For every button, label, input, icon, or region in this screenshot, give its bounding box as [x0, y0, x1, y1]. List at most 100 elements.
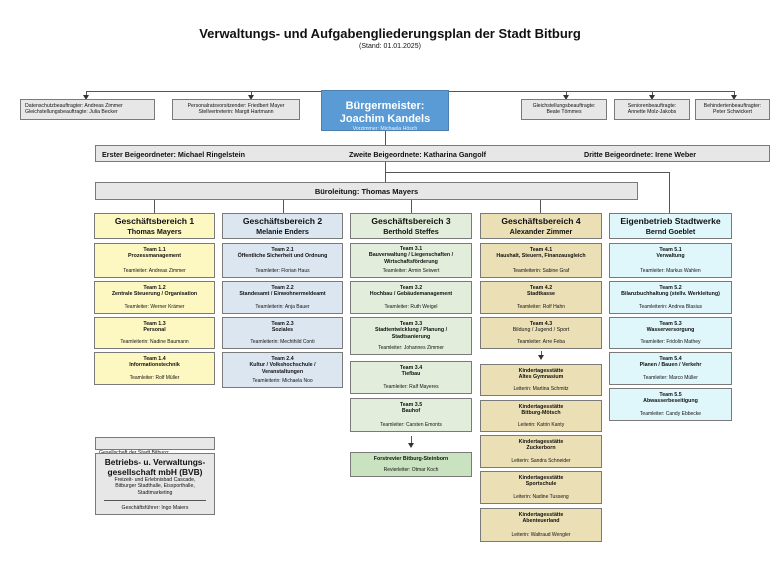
team-3-4-name: Tiefbau	[401, 371, 421, 378]
team-4-2-name: Stadtkasse	[527, 291, 555, 298]
team-3-3-num: Team 3.3	[399, 321, 423, 327]
gb1-title: Geschäftsbereich 1	[114, 216, 195, 226]
personalrat-line-1: Personalratsvorsitzender: Friedbert Maye…	[187, 103, 285, 109]
team-1-3-num: Team 1.3	[143, 321, 166, 327]
team-1-2-name: Zentrale Steuerung / Organisation	[111, 291, 198, 298]
kita-2: Kindertagesstätte Bitburg-Mötsch Leiteri…	[480, 400, 602, 432]
team-2-1-lead: Teamleiter: Florian Haus	[255, 268, 310, 274]
bvb-box: Betriebs- u. Verwaltungs- gesellschaft m…	[95, 453, 215, 515]
team-1-4-lead: Teamleiter: Rolf Müller	[129, 375, 180, 381]
bvb-desc-3: Stadtmarketing	[137, 489, 173, 496]
team-3-4: Team 3.4 Tiefbau Teamleiter: Ralf Mayere…	[350, 361, 472, 394]
kita-1-type: Kindertagesstätte	[518, 368, 564, 374]
team-3-1-name: Bauverwaltung / Liegenschaften /	[368, 252, 454, 259]
team-2-2: Team 2.2 Standesamt / Einwohnermeldeamt …	[222, 281, 343, 314]
mayor-box: Bürgermeister: Joachim Kandels Vorzimmer…	[321, 90, 449, 132]
connector-line	[283, 200, 284, 213]
team-3-1-num: Team 3.1	[399, 246, 423, 252]
team-1-2: Team 1.2 Zentrale Steuerung / Organisati…	[94, 281, 215, 314]
arrow-icon	[538, 355, 544, 360]
kita-1-name: Altes Gymnasium	[518, 374, 564, 381]
connector-line	[449, 91, 735, 92]
bvb-lead: Geschäftsführer: Ingo Maiers	[121, 504, 189, 511]
bvb-desc-1: Freizeit- und Erlebnisbad Cascade,	[114, 477, 196, 483]
gb2-lead: Melanie Enders	[256, 226, 309, 236]
team-5-4-num: Team 5.4	[659, 356, 682, 362]
team-1-4-name: Informationstechnik	[129, 362, 180, 369]
team-2-4-lead: Teamleiterin: Michaela Noo	[252, 378, 313, 384]
bueroleitung-box: Büroleitung: Thomas Mayers	[95, 182, 638, 200]
team-3-4-num: Team 3.4	[399, 365, 423, 371]
team-4-3: Team 4.3 Bildung / Jugend / Sport Teamle…	[480, 317, 602, 349]
stadtwerke-title: Eigenbetrieb Stadtwerke	[620, 216, 721, 226]
forstrevier-name: Forstrevier Bitburg-Steinborn	[373, 456, 449, 462]
kita-5-type: Kindertagesstätte	[518, 512, 564, 518]
team-1-1-num: Team 1.1	[143, 247, 166, 253]
team-5-2: Team 5.2 Bilanzbuchhaltung (stellv. Werk…	[609, 281, 732, 314]
gb3-lead: Berthold Steffes	[383, 226, 439, 236]
team-1-1-name: Prozessmanagement	[128, 253, 181, 260]
gleichstellung-line-2: Beate Tömmes	[546, 109, 582, 116]
senioren-line-1: Seniorenbeauftragte:	[627, 103, 677, 109]
arrow-icon	[83, 95, 89, 100]
kita-2-type: Kindertagesstätte	[518, 404, 564, 410]
team-1-1: Team 1.1 Prozessmanagement Teamleiter: A…	[94, 243, 215, 278]
bvb-label-box: Gesellschaft der Stadt Bitburg:	[95, 437, 215, 456]
kita-3: Kindertagesstätte Zuckerborn Leiterin: S…	[480, 435, 602, 468]
team-3-4-lead: Teamleiter: Ralf Mayeres	[383, 384, 439, 390]
team-5-5-lead: Teamleiter: Candy Ebbecke	[639, 411, 702, 417]
team-1-3-name: Personal	[143, 327, 166, 334]
kita-4-type: Kindertagesstätte	[518, 475, 564, 481]
connector-line	[385, 131, 386, 145]
senioren-box: Seniorenbeauftragte: Annette Molz-Jakobs	[614, 99, 690, 120]
team-4-1: Team 4.1 Haushalt, Steuern, Finanzausgle…	[480, 243, 602, 278]
team-1-1-lead: Teamleiter: Andreas Zimmer	[123, 268, 186, 274]
team-2-4-name: Kultur / Volkshochschule /	[249, 362, 316, 369]
connector-line	[154, 200, 155, 213]
connector-line	[251, 91, 321, 92]
bueroleitung-label: Büroleitung: Thomas Mayers	[314, 187, 419, 196]
team-4-3-lead: Teamleiter: Arre Feba	[517, 339, 565, 345]
team-2-3-name: Soziales	[271, 327, 294, 334]
team-3-2-num: Team 3.2	[399, 285, 423, 291]
connector-line	[566, 91, 567, 96]
kita-3-name: Zuckerborn	[526, 445, 556, 452]
team-5-1: Team 5.1 Verwaltung Teamleiter: Markus W…	[609, 243, 732, 278]
behinderten-line-2: Peter Schwickert	[713, 109, 752, 116]
team-3-2-lead: Teamleiter: Ruth Weigel	[384, 304, 438, 310]
team-1-4-num: Team 1.4	[143, 356, 166, 362]
mayor-name: Bürgermeister: Joachim Kandels	[339, 100, 431, 125]
team-4-2-lead: Teamleiter: Rolf Hahn	[516, 304, 566, 310]
team-1-3-lead: Teamleiterin: Nadine Baumann	[120, 339, 189, 345]
kita-5-lead: Leiterin: Waltraud Wengler	[511, 532, 571, 538]
kita-1: Kindertagesstätte Altes Gymnasium Leiter…	[480, 364, 602, 396]
team-5-1-lead: Teamleiter: Markus Wahlen	[640, 268, 701, 274]
arrow-icon	[649, 95, 655, 100]
personalrat-box: Personalratsvorsitzender: Friedbert Maye…	[172, 99, 300, 120]
kita-4: Kindertagesstätte Sportschule Leiterin: …	[480, 471, 602, 504]
beigeordnete-bar: Erster Beigeordneter: Michael Ringelstei…	[95, 145, 770, 162]
kita-2-name: Bitburg-Mötsch	[521, 410, 561, 417]
team-5-5: Team 5.5 Abwasserbeseitigung Teamleiter:…	[609, 388, 732, 421]
team-5-2-num: Team 5.2	[659, 285, 682, 291]
arrow-icon	[563, 95, 569, 100]
gb2-title: Geschäftsbereich 2	[242, 216, 323, 226]
team-2-1-num: Team 2.1	[271, 247, 294, 253]
gb1-header: Geschäftsbereich 1 Thomas Mayers	[94, 213, 215, 239]
mayor-deputy: Vorzimmer: Michaela Hösch	[352, 126, 418, 132]
behinderten-box: Behindertenbeauftragter: Peter Schwicker…	[695, 99, 770, 120]
team-5-5-name: Abwasserbeseitigung	[643, 398, 698, 405]
kita-1-lead: Leiterin: Martina Schmitz	[513, 386, 569, 392]
team-2-2-num: Team 2.2	[271, 285, 294, 291]
forstrevier-lead: Revierleiter: Otmar Koch	[383, 467, 439, 473]
team-3-5-num: Team 3.5	[399, 402, 423, 408]
team-4-1-lead: Teamleiterin: Sabine Graf	[512, 268, 570, 274]
datenschutz-line-2: Gleichstellungsbeauftragte: Julia Becker	[25, 109, 118, 116]
datenschutz-box: Datenschutzbeauftragter: Andreas Zimmer …	[20, 99, 155, 120]
behinderten-line-1: Behindertenbeauftragter:	[703, 103, 762, 109]
team-4-2-num: Team 4.2	[529, 285, 553, 291]
team-4-3-num: Team 4.3	[529, 321, 553, 327]
team-3-2: Team 3.2 Hochbau / Gebäudemanagement Tea…	[350, 281, 472, 314]
team-3-5-lead: Teamleiter: Carsten Emonts	[380, 422, 442, 428]
kita-4-name: Sportschule	[525, 481, 557, 488]
